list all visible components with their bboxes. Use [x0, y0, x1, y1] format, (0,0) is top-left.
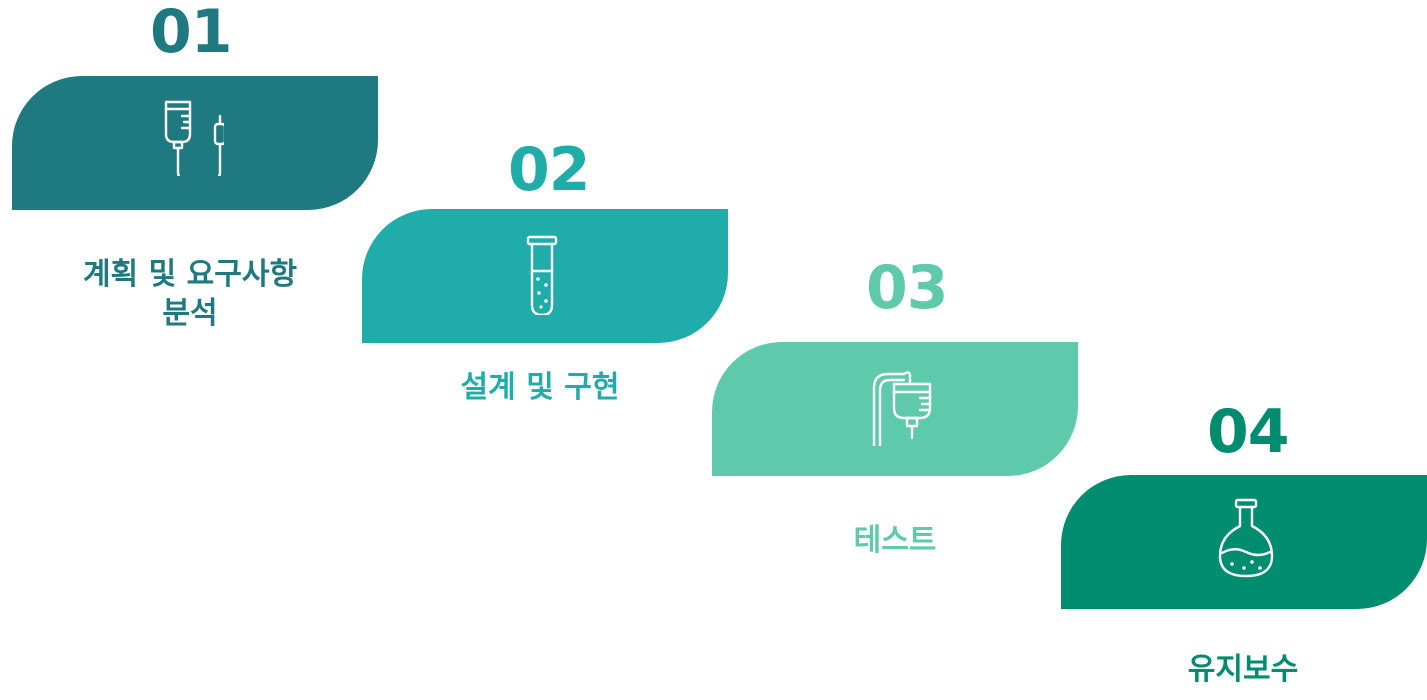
step-label-line1: 유지보수 [1187, 652, 1299, 687]
step-label: 테스트 [735, 521, 1055, 560]
step-block [362, 209, 728, 343]
step-label-line1: 계획 및 요구사항 [82, 257, 298, 292]
step-label: 계획 및 요구사항 분석 [30, 255, 350, 333]
step-number: 02 [508, 135, 590, 205]
step-number: 03 [866, 253, 948, 323]
step-label: 유지보수 [1083, 650, 1403, 689]
step-block [1061, 475, 1427, 609]
test-tube-icon [526, 235, 558, 315]
step-label: 설계 및 구현 [380, 368, 700, 407]
step-number: 04 [1207, 397, 1289, 467]
step-label-line1: 설계 및 구현 [460, 370, 620, 405]
step-number: 01 [150, 0, 232, 67]
iv-drip-bag-icon [164, 100, 224, 176]
round-flask-icon [1218, 498, 1274, 578]
step-block [12, 76, 378, 210]
step-label-line2: 분석 [162, 296, 218, 331]
step-label-line1: 테스트 [853, 523, 937, 558]
iv-stand-bag-icon [872, 371, 932, 446]
